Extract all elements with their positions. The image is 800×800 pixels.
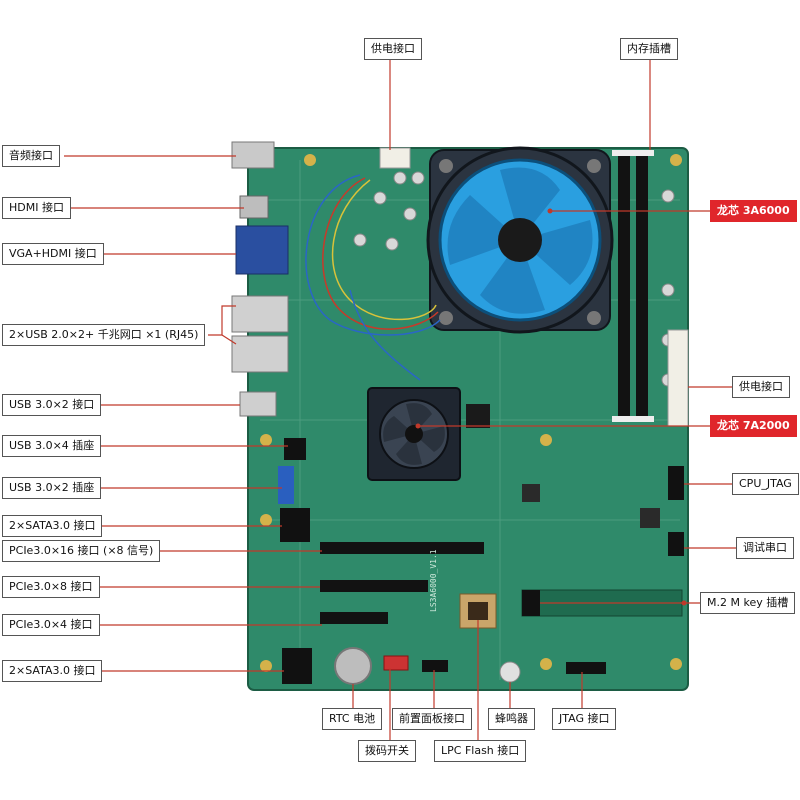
label-dip-switch: 拨码开关 <box>358 740 416 762</box>
mounting-hole <box>540 658 552 670</box>
fan-cables <box>305 174 441 381</box>
label-usb30-4-header: USB 3.0×4 插座 <box>2 435 102 457</box>
label-front-panel: 前置面板接口 <box>392 708 472 730</box>
label-lpc-flash: LPC Flash 接口 <box>434 740 527 762</box>
usb3-header-4 <box>284 438 306 460</box>
chip <box>522 484 540 502</box>
label-buzzer: 蜂鸣器 <box>488 708 535 730</box>
hdmi-port <box>239 195 269 219</box>
sata-port-top <box>280 508 310 542</box>
label-cpu-jtag: CPU_JTAG <box>732 473 799 495</box>
mounting-hole <box>670 154 682 166</box>
power-connector-top <box>379 147 411 169</box>
label-pcie4: PCIe3.0×4 接口 <box>2 614 100 636</box>
label-rtc-battery: RTC 电池 <box>322 708 383 730</box>
mounting-hole <box>670 658 682 670</box>
pcie-x8-slot <box>320 580 428 592</box>
jtag-header <box>566 662 606 674</box>
fan-hub <box>498 218 542 262</box>
bridge-cooler <box>367 387 461 481</box>
pcie-x16-slot <box>320 542 484 554</box>
m2-connector <box>522 590 540 616</box>
motherboard: LS3A6000_V1.1 <box>231 141 689 691</box>
label-vga-hdmi: VGA+HDMI 接口 <box>2 243 104 265</box>
label-hdmi: HDMI 接口 <box>2 197 71 219</box>
cpu-jtag-header <box>668 466 684 500</box>
mounting-hole <box>540 434 552 446</box>
label-debug-serial: 调试串口 <box>736 537 794 559</box>
label-sata-top: 2×SATA3.0 接口 <box>2 515 103 537</box>
label-power-connector-right: 供电接口 <box>732 376 790 398</box>
audio-jack <box>231 141 275 169</box>
label-jtag: JTAG 接口 <box>552 708 617 730</box>
leader-lines <box>64 58 736 740</box>
pcie-x4-slot <box>320 612 388 624</box>
memory-slots <box>612 150 654 422</box>
leader-dots <box>415 208 687 606</box>
cooler-screw <box>587 159 601 173</box>
label-cpu: 龙芯 3A6000 <box>710 200 797 222</box>
usb-lan-stack-top <box>231 295 289 333</box>
sata-port-bottom <box>282 648 312 684</box>
usb3-header-2 <box>278 466 294 504</box>
label-pcie8: PCIe3.0×8 接口 <box>2 576 100 598</box>
debug-serial-header <box>668 532 684 556</box>
cooler-screw <box>439 311 453 325</box>
label-bridge: 龙芯 7A2000 <box>710 415 797 437</box>
label-pcie16: PCIe3.0×16 接口 (×8 信号) <box>2 540 161 562</box>
cooler-screw <box>587 311 601 325</box>
cooler-screw <box>439 159 453 173</box>
label-power-connector-top: 供电接口 <box>364 38 422 60</box>
dip-switch <box>383 655 409 671</box>
label-memory-slot: 内存插槽 <box>620 38 678 60</box>
mounting-hole <box>304 154 316 166</box>
label-audio: 音频接口 <box>2 145 60 167</box>
chip <box>466 404 490 428</box>
label-usb-lan: 2×USB 2.0×2+ 千兆网口 ×1 (RJ45) <box>2 324 206 346</box>
power-connector-right <box>667 329 689 427</box>
chip <box>640 508 660 528</box>
mounting-hole <box>260 514 272 526</box>
buzzer-component <box>499 661 521 683</box>
board-silkscreen: LS3A6000_V1.1 <box>429 549 438 612</box>
front-panel-header <box>422 660 448 672</box>
label-usb30-2-port: USB 3.0×2 接口 <box>2 394 102 416</box>
label-sata-bottom: 2×SATA3.0 接口 <box>2 660 103 682</box>
usb3-port <box>239 391 277 417</box>
mounting-hole <box>260 660 272 672</box>
vga-port <box>235 225 289 275</box>
mounting-hole <box>260 434 272 446</box>
usb-lan-stack-bottom <box>231 335 289 373</box>
cpu-cooler <box>426 146 614 334</box>
label-m2: M.2 M key 插槽 <box>700 592 796 614</box>
label-usb30-2-header: USB 3.0×2 插座 <box>2 477 102 499</box>
rtc-battery-cell <box>334 647 372 685</box>
